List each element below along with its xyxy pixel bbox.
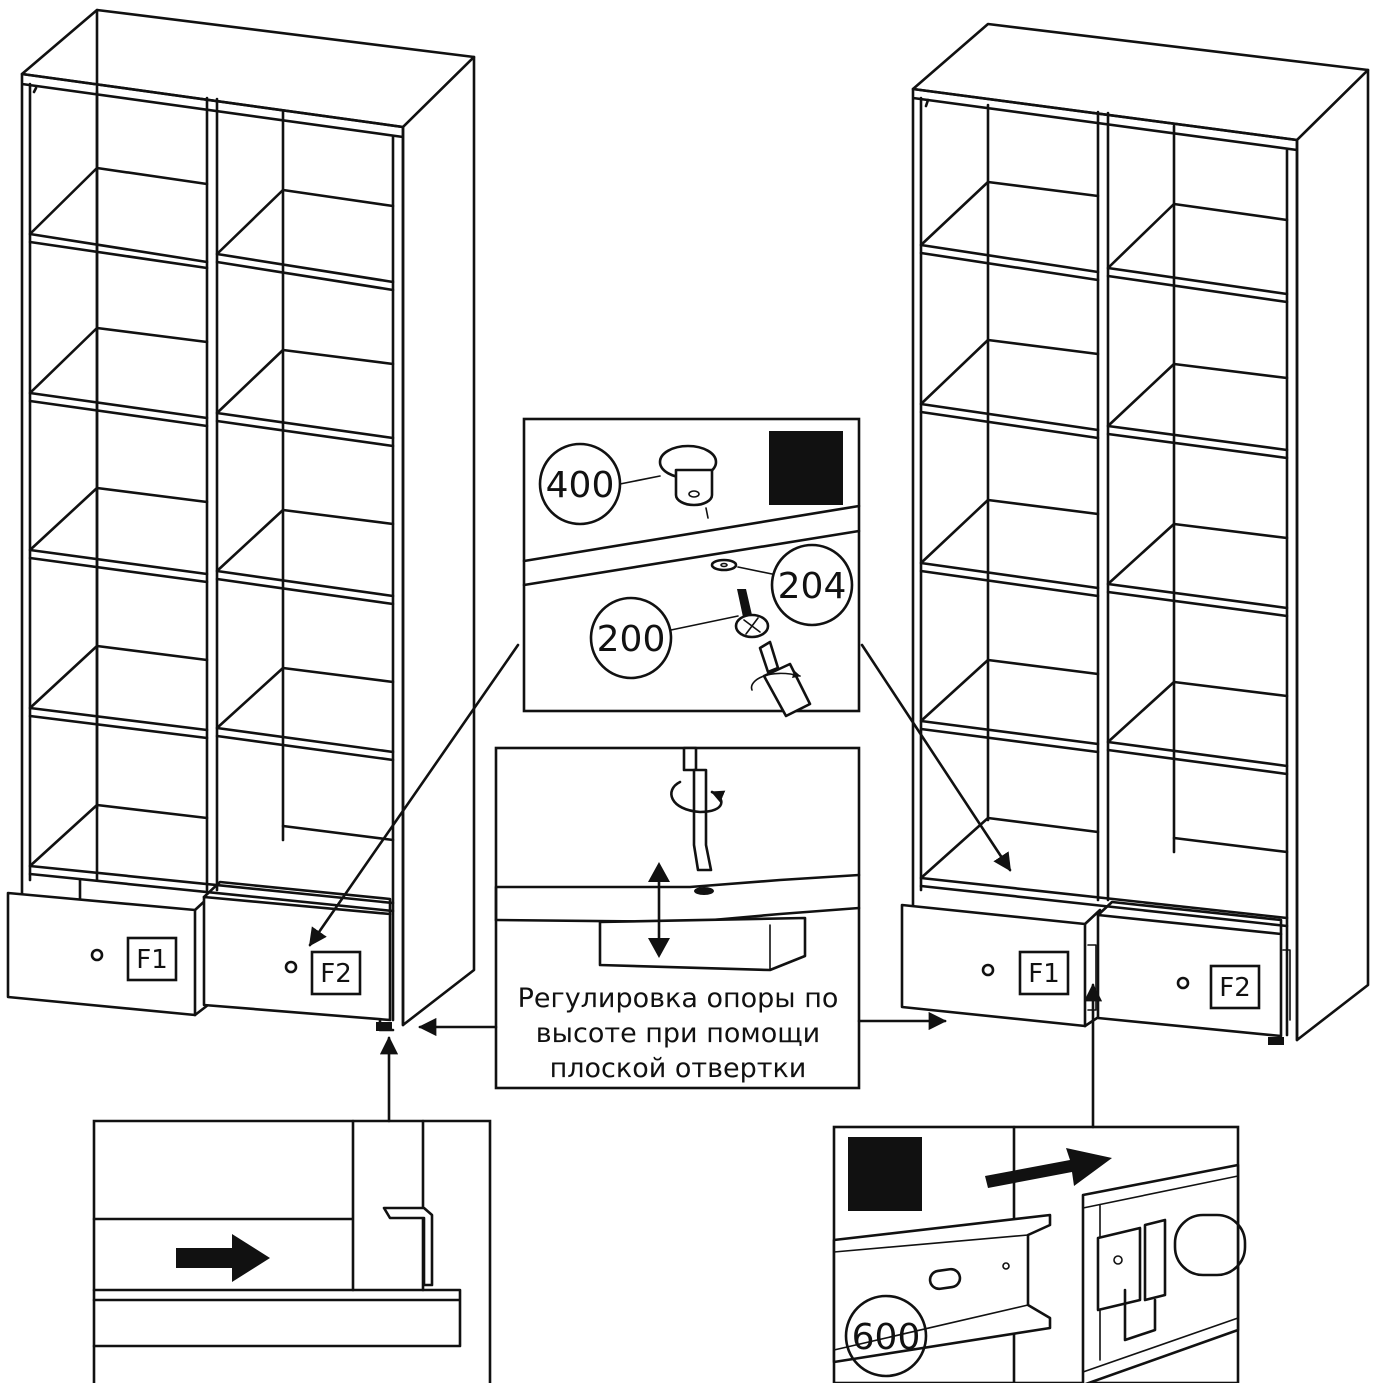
drawer-label-box-f1-right	[1018, 950, 1070, 996]
screw	[734, 589, 770, 639]
caption-line-1: Регулировка опоры по	[518, 983, 839, 1014]
drawer-label-f2: F2	[320, 959, 352, 989]
svg-text:400: 400	[546, 465, 615, 506]
part-callout-204	[770, 543, 854, 627]
adjustable-foot	[376, 1022, 392, 1031]
right-cabinet: F1 F2	[900, 22, 1370, 1045]
qr-code-icon	[769, 431, 843, 505]
drawer-label-f1-right: F1	[1028, 959, 1060, 989]
connector-arrows	[308, 643, 1103, 1129]
caption-line-2: высоте при помощи	[536, 1018, 820, 1049]
drawer-label-box-f1	[126, 936, 178, 982]
drawer-label-f1: F1	[136, 945, 168, 975]
part-callout-200	[589, 596, 673, 680]
caption-line-3: плоской отвертки	[550, 1053, 807, 1084]
plastic-foot	[658, 444, 718, 519]
left-cabinet: F1 F2	[6, 8, 476, 1032]
detail-drawer-stop	[92, 1119, 492, 1383]
svg-text:600: 600	[852, 1317, 921, 1358]
part-callout-600	[844, 1294, 928, 1378]
detail-slide-rail: 600	[832, 1125, 1247, 1383]
detail-height-adjustment: Регулировка опоры по высоте при помощи п…	[494, 746, 861, 1090]
drawer-label-f2-right: F2	[1219, 973, 1251, 1003]
drawer-label-box-f2-right	[1209, 964, 1261, 1010]
screwdriver-icon	[750, 640, 812, 718]
qr-code-icon-2	[848, 1137, 922, 1211]
svg-text:200: 200	[597, 619, 666, 660]
detail-foot-assembly: 400 204	[522, 417, 861, 718]
drawer-label-box-f2	[310, 950, 362, 996]
svg-text:204: 204	[778, 566, 847, 607]
